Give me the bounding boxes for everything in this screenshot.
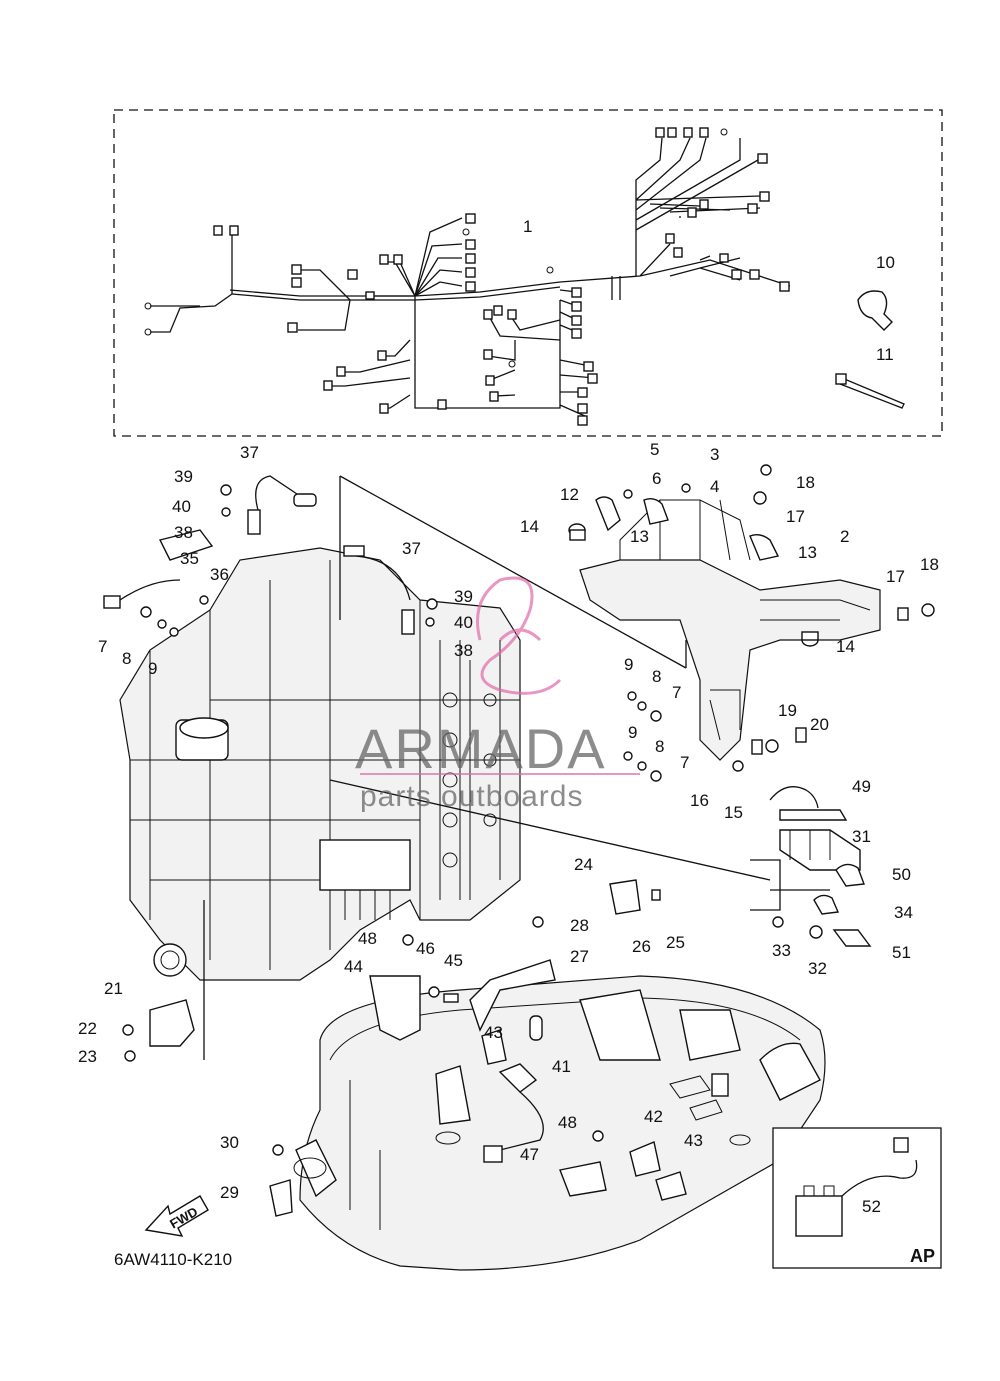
callout-c19: 19 (778, 701, 797, 720)
harness-group (113, 109, 943, 437)
callout-c36: 36 (210, 565, 229, 584)
callout-c3: 3 (710, 445, 719, 464)
callout-c20: 20 (810, 715, 829, 734)
lower-small-parts (103, 475, 687, 1217)
callout-c48b: 48 (558, 1113, 577, 1132)
callout-c46: 46 (416, 939, 435, 958)
callout-c5: 5 (650, 440, 659, 459)
callout-c39a: 39 (174, 467, 193, 486)
callout-c26: 26 (632, 937, 651, 956)
callout-c28: 28 (570, 916, 589, 935)
callout-c44: 44 (344, 957, 363, 976)
callout-c37a: 37 (240, 443, 259, 462)
callout-c31: 31 (852, 827, 871, 846)
diagram-code: 6AW4110-K210 (114, 1250, 232, 1269)
bracket-assembly (568, 464, 935, 772)
watermark-tagline: parts outboards (360, 780, 583, 813)
callout-c11: 11 (876, 345, 894, 364)
callout-c23: 23 (78, 1047, 97, 1066)
callout-c42: 42 (644, 1107, 663, 1126)
callout-c38b: 38 (454, 641, 473, 660)
callout-c39b: 39 (454, 587, 473, 606)
callout-c10: 10 (876, 253, 895, 272)
bracket-clips (750, 786, 872, 947)
callout-c2: 2 (840, 527, 849, 546)
callout-c7b: 7 (672, 683, 681, 702)
callout-c1: 1 (523, 217, 532, 236)
callout-c22: 22 (78, 1019, 97, 1038)
callout-c9a: 9 (148, 659, 157, 678)
callout-c37b: 37 (402, 539, 421, 558)
callout-c14b: 14 (836, 637, 855, 656)
callout-c15: 15 (724, 803, 743, 822)
callout-c9b: 9 (624, 655, 633, 674)
callout-c43a: 43 (484, 1023, 503, 1042)
callout-c49: 49 (852, 777, 871, 796)
callout-c30: 30 (220, 1133, 239, 1152)
callout-c43b: 43 (684, 1131, 703, 1150)
callout-c25: 25 (666, 933, 685, 952)
callout-c21: 21 (104, 979, 123, 998)
callout-c24: 24 (574, 855, 593, 874)
callout-c40b: 40 (454, 613, 473, 632)
callout-c8a: 8 (122, 649, 131, 668)
callout-c7c: 7 (680, 753, 689, 772)
callout-c41: 41 (552, 1057, 571, 1076)
callout-c9c: 9 (628, 723, 637, 742)
callout-c8b: 8 (652, 667, 661, 686)
callout-c13b: 13 (798, 543, 817, 562)
callout-c33: 33 (772, 941, 791, 960)
callout-c14a: 14 (520, 517, 539, 536)
watermark: ARMADA parts outboards (355, 576, 640, 813)
callout-c32: 32 (808, 959, 827, 978)
ap-label: AP (910, 1246, 935, 1266)
callout-c18a: 18 (796, 473, 815, 492)
callout-c34: 34 (894, 903, 913, 922)
callout-c13a: 13 (630, 527, 649, 546)
watermark-brand: ARMADA (355, 717, 607, 780)
callout-c50: 50 (892, 865, 911, 884)
callout-c27: 27 (570, 947, 589, 966)
engine-block (119, 475, 771, 1060)
callout-c6: 6 (652, 469, 661, 488)
ap-inset: AP (772, 1127, 942, 1269)
callout-c40a: 40 (172, 497, 191, 516)
callout-c29: 29 (220, 1183, 239, 1202)
callout-c16: 16 (690, 791, 709, 810)
bottom-cowling (293, 975, 826, 1271)
callout-c7a: 7 (98, 637, 107, 656)
callout-c52: 52 (862, 1197, 881, 1216)
callout-c47: 47 (520, 1145, 539, 1164)
callout-c38a: 38 (174, 523, 193, 542)
callout-c51: 51 (892, 943, 911, 962)
callout-c17a: 17 (786, 507, 805, 526)
callout-c18b: 18 (920, 555, 939, 574)
callout-c45: 45 (444, 951, 463, 970)
callout-c12: 12 (560, 485, 579, 504)
callout-c35: 35 (180, 549, 199, 568)
callout-c17b: 17 (886, 567, 905, 586)
callout-c8c: 8 (655, 737, 664, 756)
fwd-arrow: FWD (144, 1195, 209, 1237)
callout-c4: 4 (710, 477, 719, 496)
callout-c48a: 48 (358, 929, 377, 948)
